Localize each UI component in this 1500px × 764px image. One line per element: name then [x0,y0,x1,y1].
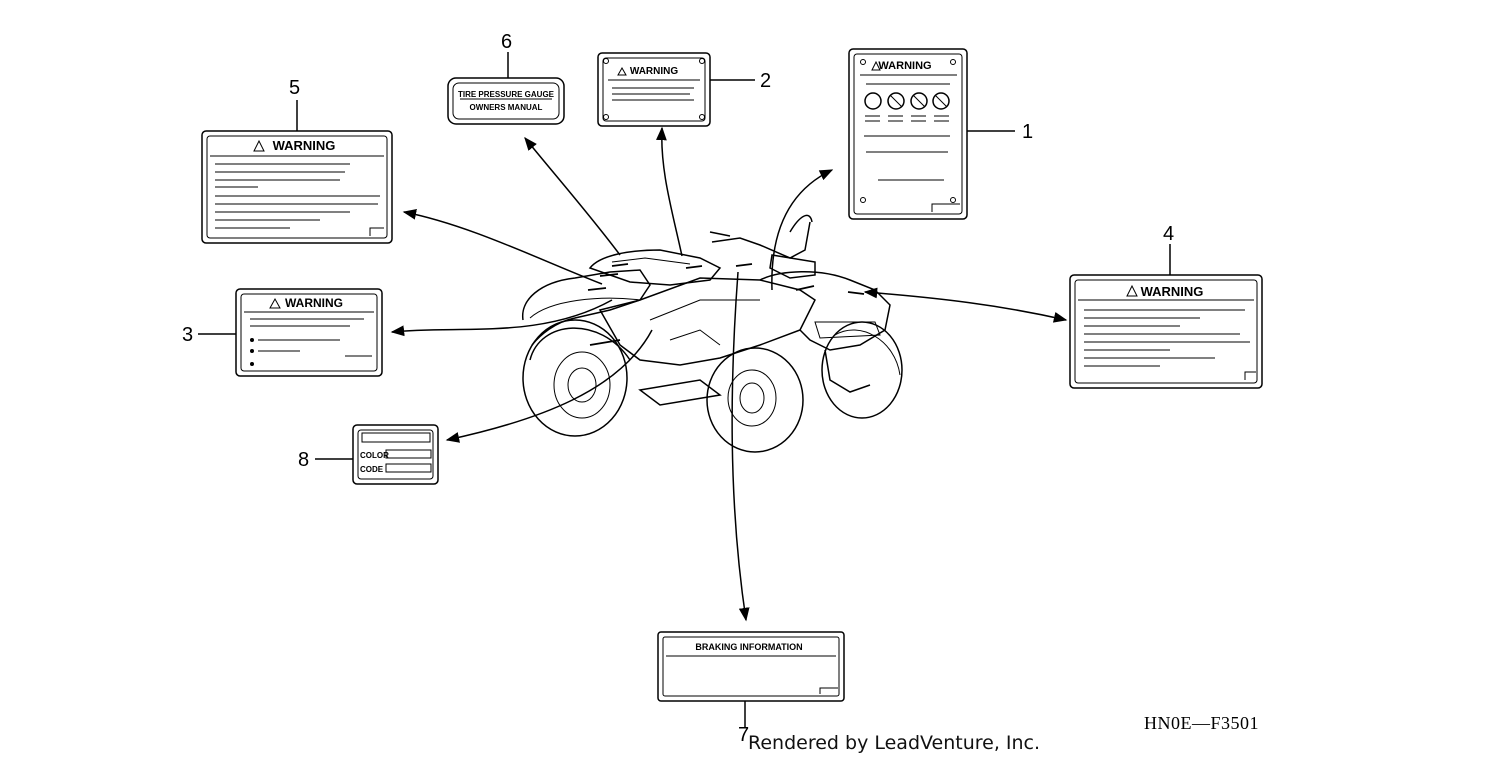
warning-triangle-icon [1126,284,1138,297]
label-4[interactable]: WARNING 4 [1069,223,1263,389]
label-5[interactable]: WARNING 5 [201,77,393,244]
atv-illustration [522,214,903,453]
figure-code: HN0E—F3501 [1144,713,1260,733]
label-6-line2: OWNERS MANUAL [470,103,543,112]
warning-triangle-icon [253,139,265,152]
label-1-title: WARNING [878,60,931,72]
callout-1: 1 [1022,121,1033,143]
no-road-icon [910,92,928,110]
label-2-title: WARNING [630,66,679,77]
label-3-title: WARNING [285,296,343,310]
label-3[interactable]: WARNING 3 [182,288,383,377]
callout-7: 7 [738,724,749,746]
render-credit: Rendered by LeadVenture, Inc. [748,732,1041,754]
callout-3: 3 [182,324,193,346]
label-8-field1: COLOR [360,451,389,460]
callout-2: 2 [760,70,771,92]
callout-5: 5 [289,77,300,99]
label-7-title: BRAKING INFORMATION [695,642,802,652]
warning-triangle-icon [269,297,281,309]
label-4-title: WARNING [1141,284,1204,299]
label-5-title: WARNING [273,138,336,153]
label-8[interactable]: COLOR CODE 8 [298,424,439,485]
warning-triangle-icon [871,60,881,71]
callout-6: 6 [501,31,512,53]
no-under-16-icon [932,92,950,110]
callout-8: 8 [298,449,309,471]
callout-4: 4 [1163,223,1174,245]
label-8-field2: CODE [360,465,384,474]
label-7[interactable]: BRAKING INFORMATION 7 [657,631,845,746]
label-2[interactable]: WARNING 2 [597,52,771,127]
ppe-icon [864,92,882,110]
warning-triangle-icon [617,66,627,76]
no-passenger-icon [887,92,905,110]
leader-arrows [390,126,1068,622]
label-1-icons [864,92,950,110]
label-6[interactable]: TIRE PRESSURE GAUGE OWNERS MANUAL 6 [447,31,565,125]
label-1[interactable]: WARNING 1 [848,48,1033,220]
label-6-line1: TIRE PRESSURE GAUGE [458,90,555,99]
